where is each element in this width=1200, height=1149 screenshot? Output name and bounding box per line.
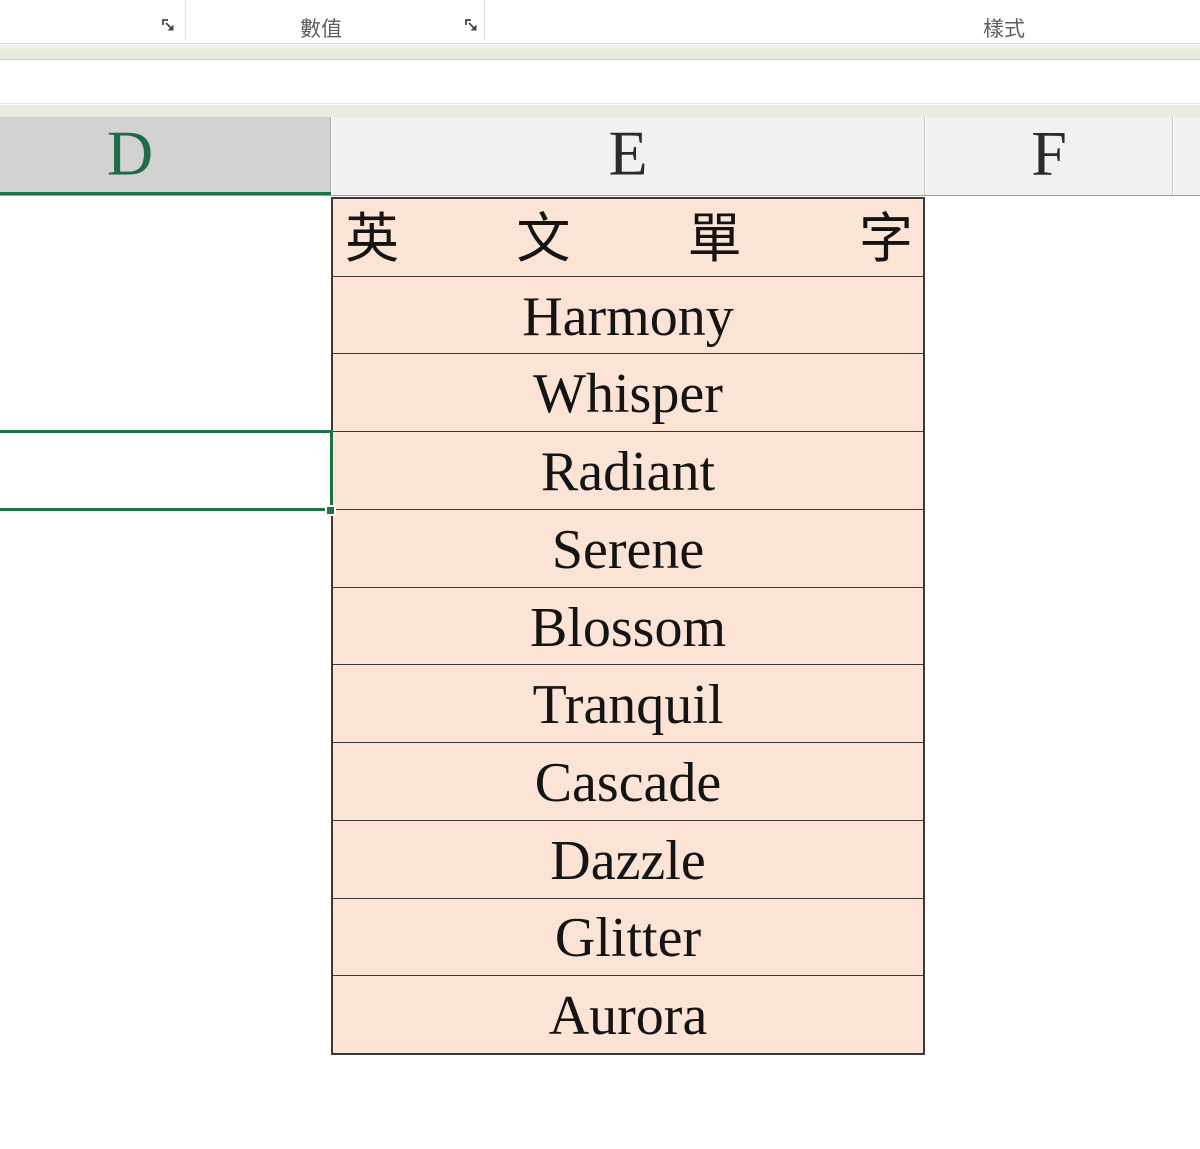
column-header-partial bbox=[1174, 117, 1200, 195]
cell-text: Serene bbox=[551, 518, 705, 581]
column-letter: E bbox=[608, 117, 648, 189]
cell-text: Harmony bbox=[522, 285, 734, 348]
cell-text: Dazzle bbox=[550, 829, 706, 892]
table-cell-word[interactable]: Serene bbox=[333, 508, 923, 587]
table-cell-word[interactable]: Radiant bbox=[333, 431, 923, 509]
fill-handle[interactable] bbox=[325, 505, 336, 516]
column-header-f[interactable]: F bbox=[926, 117, 1173, 195]
column-letter: D bbox=[106, 117, 154, 189]
column-header-d[interactable]: D bbox=[0, 117, 331, 195]
cell-text: Blossom bbox=[529, 596, 727, 659]
table-cell-word[interactable]: Harmony bbox=[333, 275, 923, 354]
dialog-launcher-icon[interactable] bbox=[161, 18, 178, 35]
table-title-char: 字 bbox=[858, 208, 913, 269]
cell-text: Radiant bbox=[540, 441, 716, 504]
ribbon-group-divider bbox=[484, 0, 485, 40]
table-cell-word[interactable]: Tranquil bbox=[333, 664, 923, 742]
table-cell-word[interactable]: Aurora bbox=[333, 975, 923, 1053]
table-cell-word[interactable]: Dazzle bbox=[333, 819, 923, 898]
dialog-launcher-icon[interactable] bbox=[464, 18, 481, 35]
active-cell-selection-border bbox=[0, 430, 333, 511]
ribbon-group-divider bbox=[185, 0, 186, 40]
table-cell-word[interactable]: Cascade bbox=[333, 742, 923, 820]
table-cell-word[interactable]: Glitter bbox=[333, 897, 923, 976]
ribbon-group-label-styles: 樣式 bbox=[983, 18, 1025, 41]
table-cell-word[interactable]: Whisper bbox=[333, 353, 923, 431]
formula-bar[interactable] bbox=[0, 61, 1200, 104]
table-title-char: 單 bbox=[687, 208, 742, 269]
ribbon-group-label-number: 數值 bbox=[300, 18, 342, 41]
sheet-top-band bbox=[0, 105, 1200, 117]
table-cell-word[interactable]: Blossom bbox=[333, 586, 923, 665]
ribbon-bottom-strip: 數值 樣式 bbox=[0, 0, 1200, 44]
selected-column-underline bbox=[0, 192, 331, 195]
cell-text: Tranquil bbox=[532, 674, 724, 737]
cell-text: Aurora bbox=[548, 985, 708, 1048]
cell-text: Whisper bbox=[533, 363, 723, 426]
cell-text: Cascade bbox=[534, 752, 722, 814]
column-header-e[interactable]: E bbox=[332, 117, 925, 195]
ribbon-edge-band bbox=[0, 45, 1200, 60]
table-title-char: 文 bbox=[516, 208, 571, 269]
cell-text: Glitter bbox=[554, 907, 702, 970]
column-letter: F bbox=[1031, 117, 1067, 189]
column-header-row: D E F bbox=[0, 117, 1200, 196]
table-title-char: 英 bbox=[345, 208, 399, 269]
table-title-cell[interactable]: 英文單字 bbox=[333, 199, 923, 276]
